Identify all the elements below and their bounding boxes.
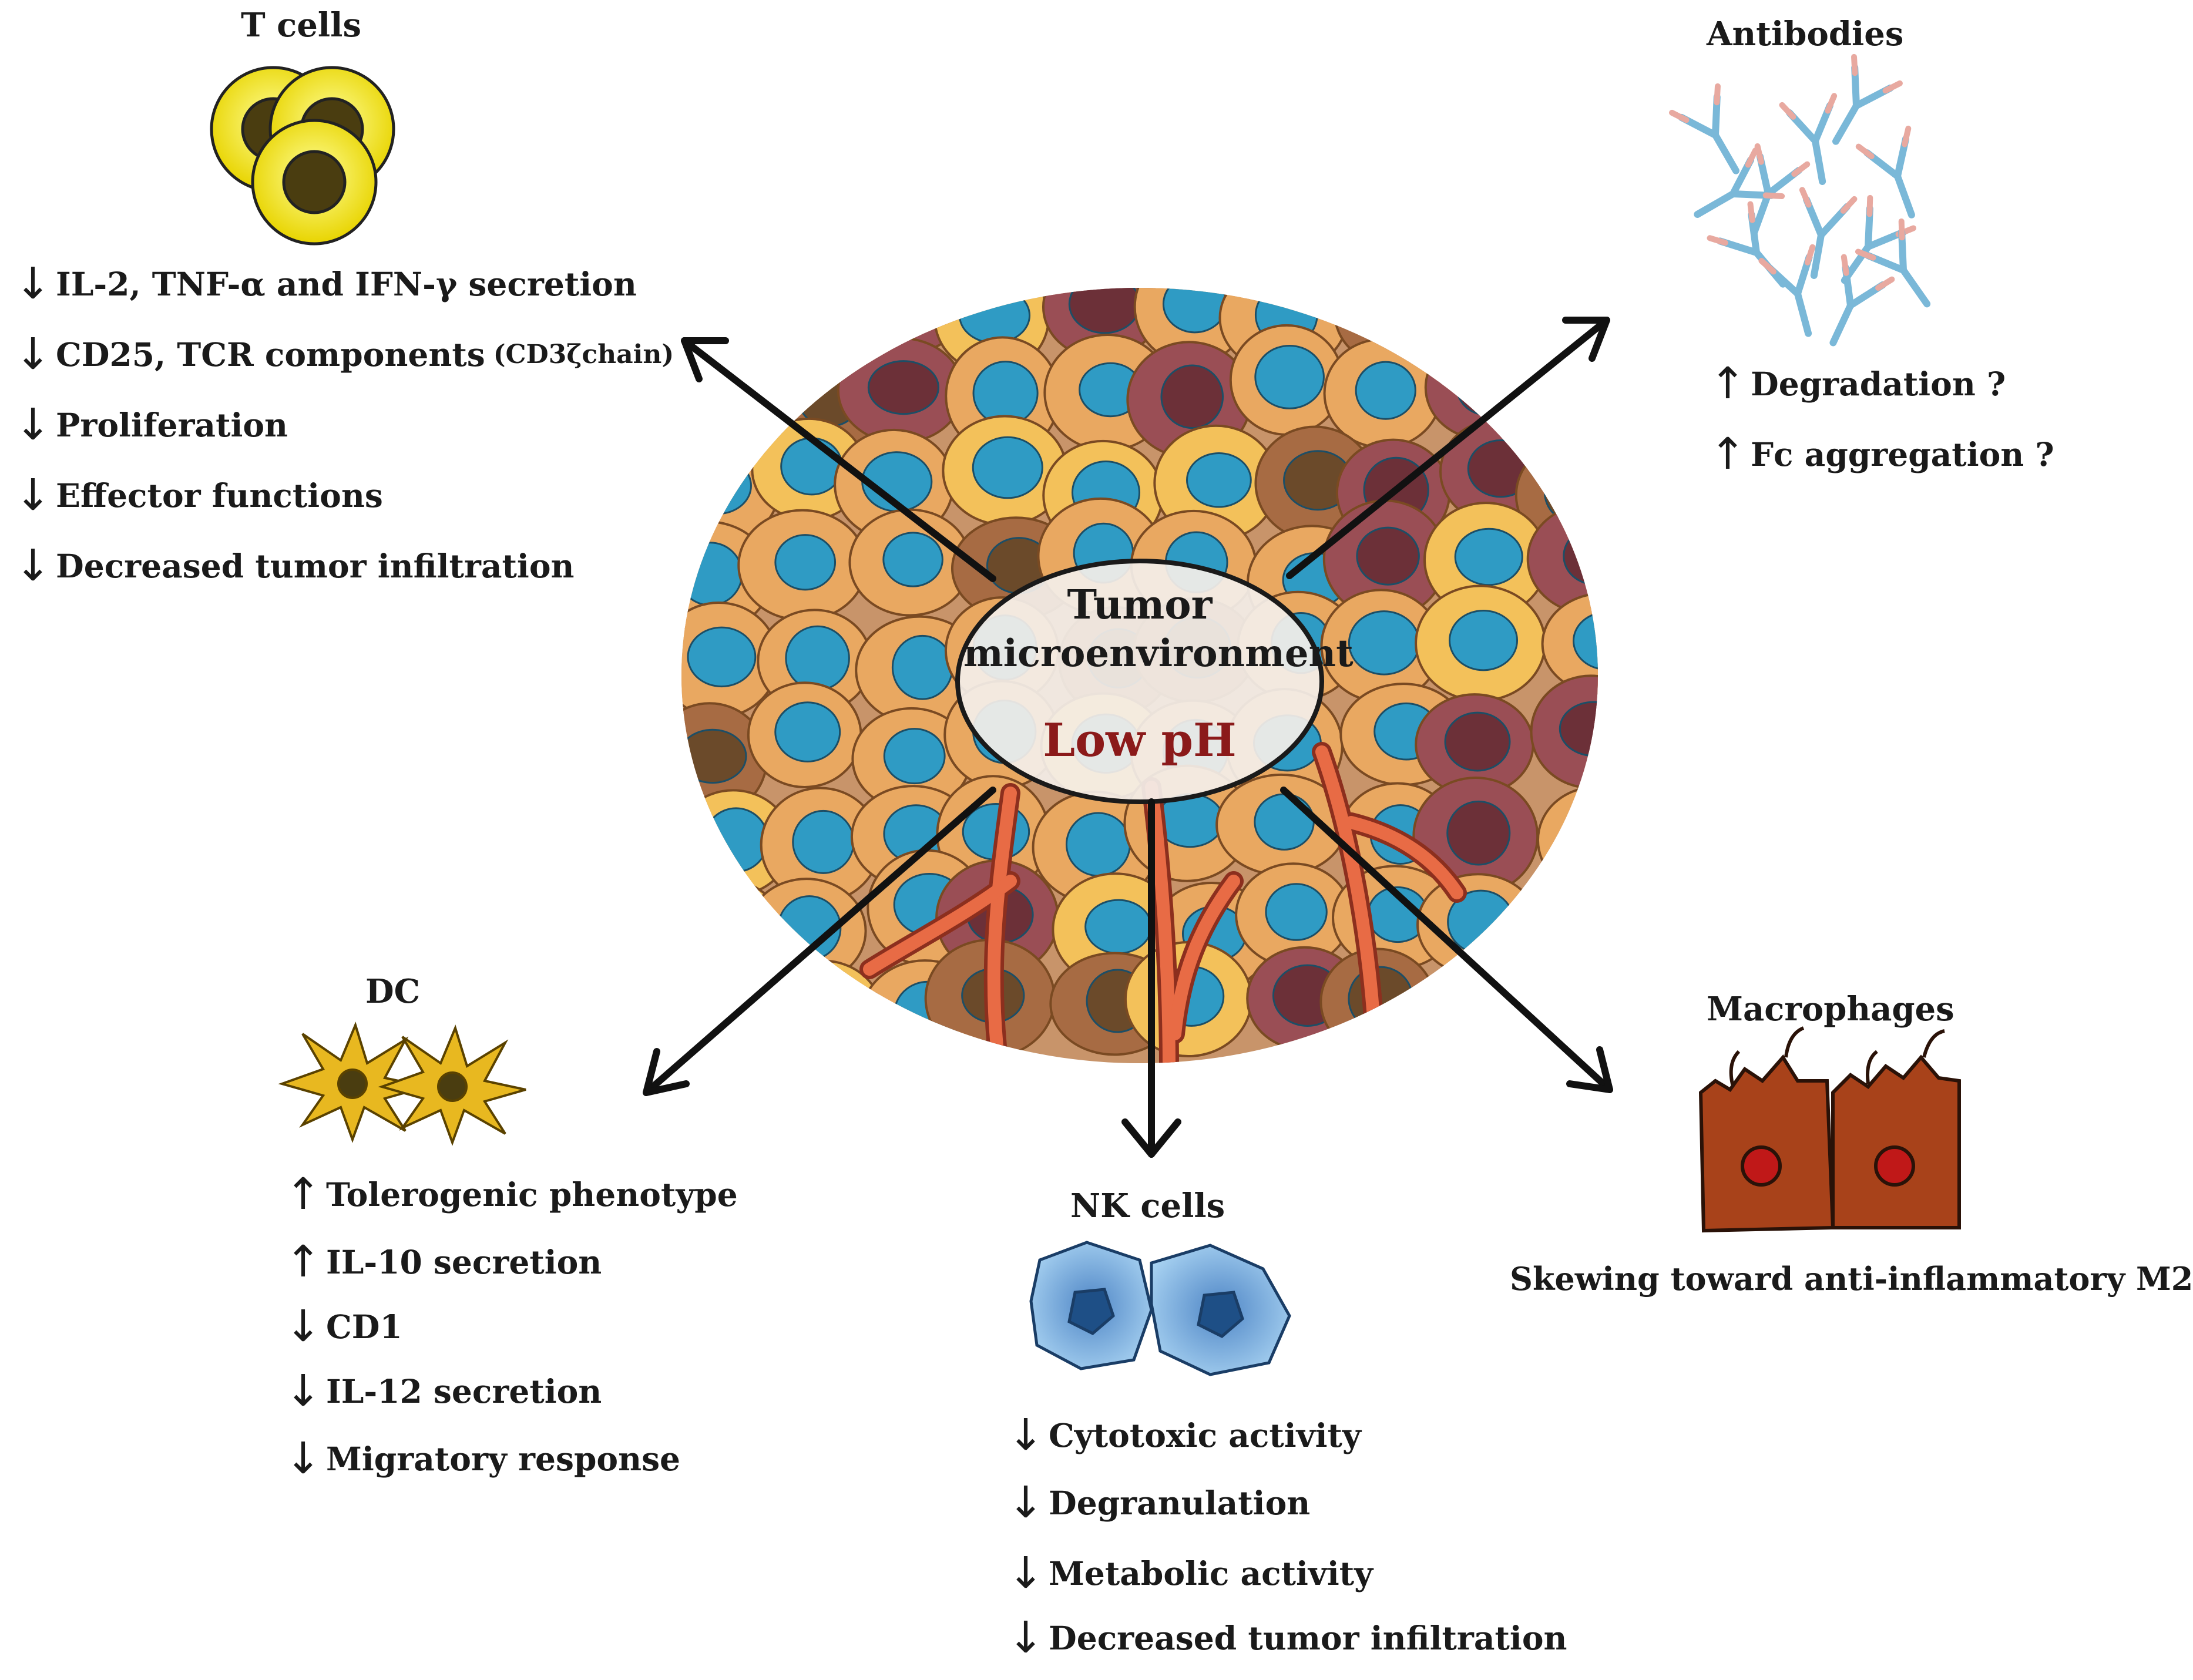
arrow-up-icon: ↑: [285, 1237, 322, 1287]
list-item: ↑ IL-10 secretion: [285, 1237, 602, 1287]
list-item: ↓ Cytotoxic activity: [1007, 1410, 1361, 1460]
center-label-bubble: [955, 559, 1324, 804]
t-cell-icon: [210, 66, 395, 246]
list-item: ↓ Decreased tumor infiltration: [15, 540, 575, 591]
radial-arrows: [643, 317, 1613, 1158]
t-cells-title: T cells: [241, 6, 361, 45]
macrophages-caption: Skewing toward anti-inflammatory M2: [1510, 1260, 2193, 1298]
arrow-to-macrophages: [1280, 787, 1613, 1093]
list-item: ↓ Effector functions: [15, 470, 383, 520]
arrow-down-icon: ↓: [285, 1366, 322, 1416]
list-item: ↓ Decreased tumor infiltration: [1007, 1612, 1567, 1663]
arrow-up-icon: ↑: [1710, 429, 1747, 479]
antibody-icon: [1669, 53, 1931, 347]
dc-title: DC: [365, 972, 421, 1011]
arrow-down-icon: ↓: [285, 1433, 322, 1484]
low-ph-label: Low pH: [1043, 714, 1237, 767]
list-item: ↓ Proliferation: [15, 399, 288, 450]
list-item: ↓ CD1: [285, 1301, 402, 1352]
arrow-to-dc: [643, 787, 996, 1096]
macrophages-title: Macrophages: [1707, 990, 1954, 1029]
list-item: ↓ Degranulation: [1007, 1477, 1311, 1528]
arrow-to-antibodies: [1286, 317, 1610, 579]
arrow-down-icon: ↓: [15, 470, 52, 520]
arrow-down-icon: ↓: [1007, 1477, 1045, 1528]
arrow-down-icon: ↓: [15, 399, 52, 450]
list-item: ↓ Metabolic activity: [1007, 1548, 1373, 1598]
arrow-to-t-cells: [681, 337, 996, 582]
list-item: ↑ Fc aggregation ?: [1710, 429, 2054, 479]
list-item: ↓ IL-2, TNF-α and IFN-γ secretion: [15, 258, 637, 309]
nk-cells-title: NK cells: [1070, 1187, 1225, 1225]
list-item: ↓ CD25, TCR components (CD3ζchain): [15, 329, 674, 379]
list-item: ↓ IL-12 secretion: [285, 1366, 602, 1416]
list-item: ↓ Migratory response: [285, 1433, 681, 1484]
arrow-down-icon: ↓: [1007, 1612, 1045, 1663]
arrow-down-icon: ↓: [1007, 1548, 1045, 1598]
arrow-up-icon: ↑: [285, 1169, 322, 1219]
list-item: ↑ Tolerogenic phenotype: [285, 1169, 738, 1219]
arrow-up-icon: ↑: [1710, 358, 1747, 409]
dendritic-cell-icon: [278, 1022, 526, 1146]
center-title-line1: Tumor: [1067, 582, 1213, 629]
center-title-line2: microenvironment: [963, 631, 1354, 676]
arrow-down-icon: ↓: [15, 540, 52, 591]
antibodies-title: Antibodies: [1707, 15, 1904, 53]
list-item: ↑ Degradation ?: [1710, 358, 2006, 409]
arrow-down-icon: ↓: [15, 258, 52, 309]
arrow-down-icon: ↓: [1007, 1410, 1045, 1460]
macrophage-icon: [1698, 1026, 1961, 1233]
nk-cell-icon: [1029, 1241, 1291, 1376]
arrow-down-icon: ↓: [15, 329, 52, 379]
arrow-down-icon: ↓: [285, 1301, 322, 1352]
